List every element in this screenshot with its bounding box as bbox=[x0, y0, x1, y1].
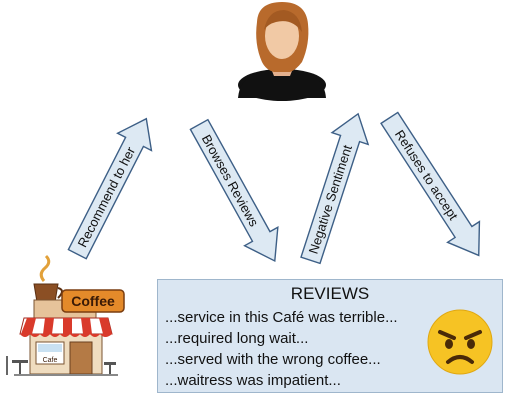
coffee-sign-text: Coffee bbox=[71, 293, 115, 309]
person-avatar-icon bbox=[238, 2, 326, 101]
arrow-browses-label: Browses Reviews bbox=[199, 132, 262, 229]
arrow-sentiment: Negative Sentiment bbox=[300, 112, 370, 265]
angry-face-emoji-icon bbox=[427, 309, 493, 375]
arrow-refuses: Refuses to accept bbox=[380, 111, 481, 257]
reviews-title: REVIEWS bbox=[290, 284, 370, 303]
arrow-recommend: Recommend to her bbox=[67, 117, 153, 260]
coffee-shop-icon: Coffee Cafe bbox=[6, 254, 125, 376]
arrow-refuses-label: Refuses to accept bbox=[392, 127, 461, 223]
review-line: ...service in this Café was terrible... bbox=[165, 309, 398, 326]
review-line: ...served with the wrong coffee... bbox=[165, 351, 381, 368]
review-line: ...required long wait... bbox=[165, 330, 309, 347]
arrow-sentiment-label: Negative Sentiment bbox=[306, 143, 355, 256]
cafe-door-sign: Cafe bbox=[43, 357, 58, 364]
arrow-recommend-label: Recommend to her bbox=[75, 144, 139, 250]
arrow-browses: Browses Reviews bbox=[189, 118, 279, 263]
review-line: ...waitress was impatient... bbox=[165, 372, 341, 389]
reviews-box: REVIEWS ...service in this Café was terr… bbox=[157, 279, 503, 393]
